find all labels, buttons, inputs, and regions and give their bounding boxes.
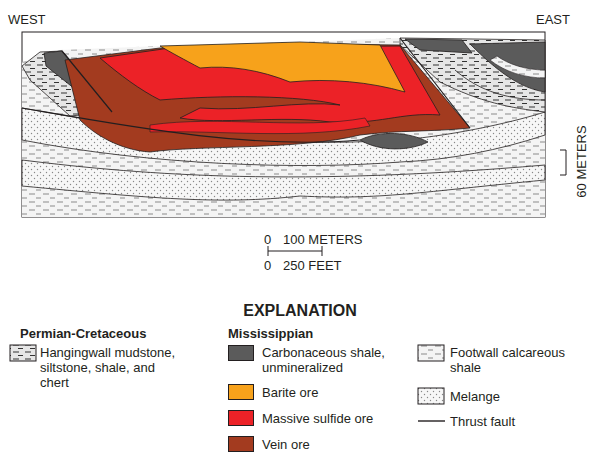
legend-swatch xyxy=(228,410,254,426)
section-label: WEST xyxy=(8,12,68,27)
legend-swatch xyxy=(228,436,254,452)
legend-text: Massive sulfide ore xyxy=(262,411,402,426)
legend-swatch xyxy=(228,345,254,361)
section-label: 0 xyxy=(264,258,276,273)
legend-text: Barite ore xyxy=(262,385,397,400)
section-label: 250 FEET xyxy=(283,258,383,273)
group-heading: Permian-Cretaceous xyxy=(20,326,200,341)
section-label: EAST xyxy=(536,12,586,27)
legend-heading: EXPLANATION xyxy=(200,301,400,320)
legend-text: Hangingwall mudstone, siltstone, shale, … xyxy=(40,345,182,390)
legend-text: Thrust fault xyxy=(450,414,570,429)
legend-text: Footwall calcareous shale xyxy=(450,345,580,375)
legend-text: Carbonaceous shale, unmineralized xyxy=(262,345,397,375)
section-label: 100 METERS xyxy=(283,232,383,247)
section-label: 60 METERS xyxy=(574,122,589,202)
legend-text: Melange xyxy=(450,389,570,404)
legend-swatch xyxy=(228,384,254,400)
legend-text: Vein ore xyxy=(262,437,397,452)
section-label: 0 xyxy=(264,232,276,247)
group-heading: Mississippian xyxy=(228,326,388,341)
